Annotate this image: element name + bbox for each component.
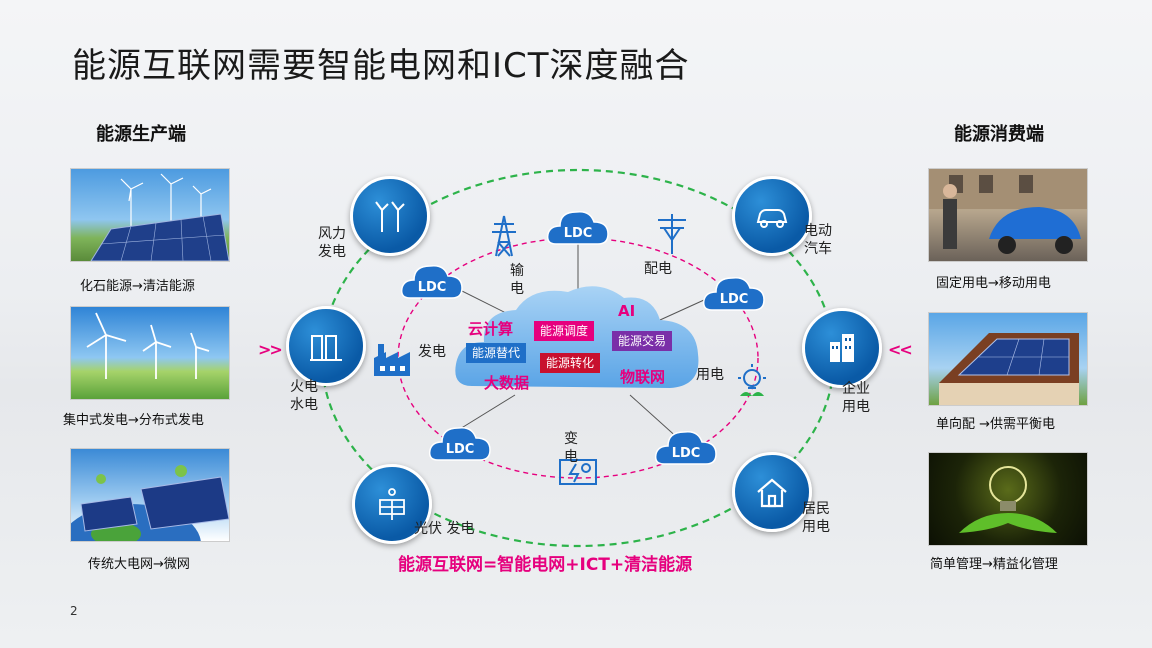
wind-label: 风力发电 xyxy=(318,226,346,260)
ldc-lower-left: LDC xyxy=(428,424,492,466)
wind-farm-photo xyxy=(70,306,230,400)
factory-icon xyxy=(374,344,410,376)
solar-label: 光伏 发电 xyxy=(414,521,475,537)
ev-node xyxy=(732,176,812,256)
consumption-label: 用电 xyxy=(696,367,724,383)
big-data-text: 大数据 xyxy=(484,374,530,392)
tag-substitute: 能源替代 xyxy=(466,343,527,363)
right-arrow: << xyxy=(888,340,913,359)
caption-centralized-to-distributed: 集中式发电→分布式发电 xyxy=(63,413,204,428)
ldc-upper-left: LDC xyxy=(400,262,464,304)
building-icon xyxy=(830,334,854,362)
solar-node xyxy=(352,464,432,544)
ldc-lower-right-label: LDC xyxy=(672,446,701,461)
tag-dispatch: 能源调度 xyxy=(534,321,595,341)
ldc-top: LDC xyxy=(546,208,610,250)
wind-turbine-icon xyxy=(375,201,405,232)
ldc-lower-left-label: LDC xyxy=(446,442,475,457)
formula-text: 能源互联网=智能电网+ICT+清洁能源 xyxy=(398,555,693,575)
caption-fixed-to-mobile: 固定用电→移动用电 xyxy=(936,276,1051,291)
ldc-upper-right-label: LDC xyxy=(720,292,749,307)
house-icon xyxy=(757,478,787,508)
left-arrow: >> xyxy=(258,340,283,359)
enterprise-label: 企业用电 xyxy=(842,381,870,415)
page-title: 能源互联网需要智能电网和ICT深度融合 xyxy=(72,46,690,86)
caption-simple-to-lean: 简单管理→精益化管理 xyxy=(930,557,1058,572)
tag-convert: 能源转化 xyxy=(540,353,601,373)
iot-text: 物联网 xyxy=(620,368,666,386)
cloud-computing-text: 云计算 xyxy=(468,320,514,338)
substation-icon xyxy=(559,459,597,485)
fire-water-label: 火电水电 xyxy=(290,379,318,413)
green-bulb-photo xyxy=(928,452,1088,546)
wind-solar-photo xyxy=(70,168,230,262)
resident-node xyxy=(732,452,812,532)
ldc-upper-right: LDC xyxy=(702,274,766,316)
transmission-label: 输电 xyxy=(510,263,524,297)
power-plant-icon xyxy=(310,335,342,361)
ev-label: 电动汽车 xyxy=(804,223,832,257)
caption-grid-to-microgrid: 传统大电网→微网 xyxy=(88,557,190,572)
enterprise-node xyxy=(802,308,882,388)
resident-label: 居民用电 xyxy=(802,501,830,535)
consumption-heading: 能源消费端 xyxy=(954,124,1044,145)
transmission-tower-icon xyxy=(492,215,516,257)
substation-label: 变电 xyxy=(564,431,578,465)
wind-node xyxy=(350,176,430,256)
distribution-label: 配电 xyxy=(644,261,672,277)
page-number: 2 xyxy=(70,604,78,618)
ldc-lower-right: LDC xyxy=(654,428,718,470)
ldc-top-label: LDC xyxy=(564,226,593,241)
ldc-upper-left-label: LDC xyxy=(418,280,447,295)
fire-water-node xyxy=(286,306,366,386)
car-icon xyxy=(756,209,788,228)
caption-fossil-to-clean: 化石能源→清洁能源 xyxy=(80,279,195,294)
solar-panel-icon xyxy=(379,488,405,520)
generation-label: 发电 xyxy=(418,344,446,360)
rooftop-solar-photo xyxy=(928,312,1088,406)
tag-trade: 能源交易 xyxy=(612,331,673,351)
ai-text: AI xyxy=(618,302,636,320)
caption-one-way-to-balance: 单向配 →供需平衡电 xyxy=(936,417,1056,432)
lightbulb-icon xyxy=(738,364,766,396)
distribution-pole-icon xyxy=(658,214,686,254)
production-heading: 能源生产端 xyxy=(96,124,186,145)
ev-charging-photo xyxy=(928,168,1088,262)
globe-solar-photo xyxy=(70,448,230,542)
